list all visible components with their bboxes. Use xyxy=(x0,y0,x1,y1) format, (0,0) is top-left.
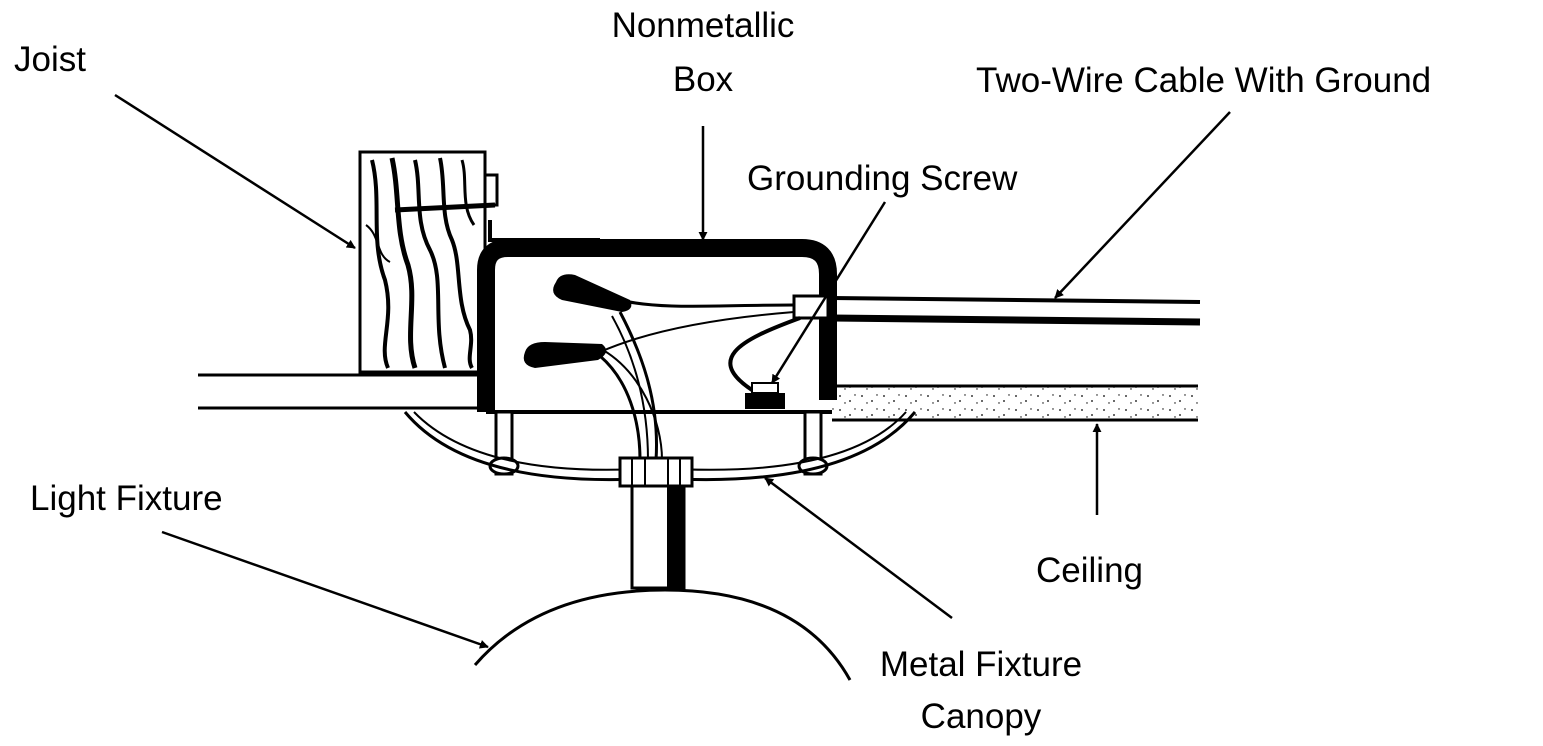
label-light-fixture: Light Fixture xyxy=(30,479,223,518)
wooden-joist xyxy=(358,150,600,374)
canopy-arrow xyxy=(764,476,953,620)
label-ceiling: Ceiling xyxy=(1036,551,1143,590)
light-fixture-arrow xyxy=(161,530,489,649)
two-wire-cable xyxy=(599,294,1201,397)
cable-arrow xyxy=(1054,111,1231,299)
wire-connectors xyxy=(523,274,663,461)
grounding-screw xyxy=(745,382,785,409)
label-nonmetallic-box-line1: Nonmetallic xyxy=(612,6,795,45)
label-grounding-screw: Grounding Screw xyxy=(747,159,1018,198)
joist-arrow xyxy=(114,93,356,250)
label-metal-fixture-canopy-line1: Metal Fixture xyxy=(880,645,1082,684)
metal-fixture-canopy xyxy=(403,411,917,488)
labels: Joist Nonmetallic Box Two-Wire Cable Wit… xyxy=(14,6,1431,736)
light-fixture xyxy=(473,484,852,681)
label-joist: Joist xyxy=(14,40,86,79)
grounding-screw-arrow xyxy=(770,201,887,384)
leader-arrows xyxy=(114,93,1231,649)
label-metal-fixture-canopy-line2: Canopy xyxy=(921,697,1042,736)
ceiling-drywall xyxy=(198,373,1198,422)
label-nonmetallic-box-line2: Box xyxy=(673,60,734,99)
label-two-wire-cable: Two-Wire Cable With Ground xyxy=(976,61,1431,100)
